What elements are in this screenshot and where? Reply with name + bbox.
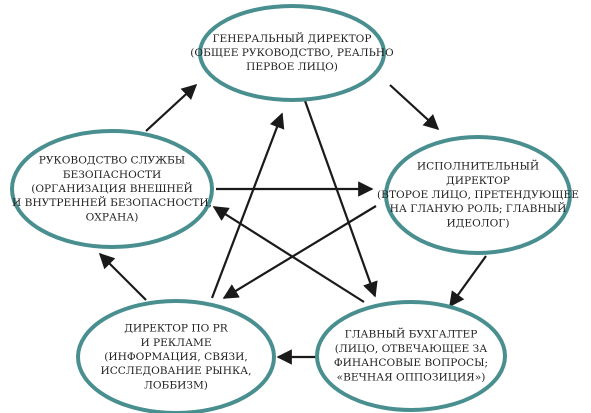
node-text-line: «ВЕЧНАЯ ОППОЗИЦИЯ»)	[337, 371, 486, 383]
node-pr-director: ДИРЕКТОР ПО PR И РЕКЛАМЕ (ИНФОРМАЦИЯ, СВЯЗ…	[76, 299, 276, 413]
arrows-layer	[98, 83, 487, 365]
node-text-line: ГЕНЕРАЛЬНЫЙ ДИРЕКТОР	[213, 31, 372, 45]
arrow-general-to-accountant	[302, 97, 378, 298]
node-executive-director: ИСПОЛНИТЕЛЬНЫЙ ДИРЕКТОР (ВТОРОЕ ЛИЦО, ПРЕТ…	[377, 135, 579, 255]
arrow-accountant-to-security	[212, 206, 365, 303]
node-text-line: НА ГЛАНУЮ РОЛЬ; ГЛАВНЫЙ	[390, 201, 567, 215]
node-general-director: ГЕНЕРАЛЬНЫЙ ДИРЕКТОР (ОБЩЕЕ РУКОВОДСТВО, …	[190, 4, 394, 102]
arrow-pr-to-security	[98, 252, 147, 301]
arrow-general-to-executive	[389, 84, 440, 131]
node-text-line: ФИНАНСОВЫЕ ВОПРОСЫ;	[334, 357, 488, 369]
node-ellipse	[315, 300, 507, 412]
node-text-line: (ВТОРОЕ ЛИЦО, ПРЕТЕНДУЮЩЕЕ	[377, 189, 579, 201]
arrow-executive-to-pr	[222, 205, 377, 299]
node-text-line: (ОБЩЕЕ РУКОВОДСТВО, РЕАЛЬНО	[190, 47, 394, 59]
node-text-line: ДИРЕКТОР ПО PR	[124, 323, 229, 335]
node-security-head: РУКОВОДСТВО СЛУЖБЫ БЕЗОПАСНОСТИ(ОРГАНИЗАЦ…	[10, 129, 214, 249]
node-text-line: ПЕРВОЕ ЛИЦО)	[246, 61, 338, 73]
nodes-layer: ГЕНЕРАЛЬНЫЙ ДИРЕКТОР (ОБЩЕЕ РУКОВОДСТВО, …	[10, 4, 579, 413]
node-text-line: ЛОББИЗМ)	[144, 379, 208, 391]
node-text-line: (ЛИЦО, ОТВЕЧАЮЩЕЕ ЗА	[335, 343, 488, 355]
node-text-line: РУКОВОДСТВО СЛУЖБЫ	[39, 155, 185, 167]
node-chief-accountant: ГЛАВНЫЙ БУХГАЛТЕР (ЛИЦО, ОТВЕЧАЮЩЕЕ ЗА ФИН…	[315, 300, 507, 412]
node-text-line: ГЛАВНЫЙ БУХГАЛТЕР	[345, 327, 478, 341]
node-text-line: ИССЛЕДОВАНИЕ РЫНКА,	[100, 365, 251, 377]
node-ellipse	[76, 299, 276, 413]
arrow-executive-to-accountant	[449, 255, 487, 308]
node-text-line: ДИРЕКТОР	[446, 175, 510, 187]
node-text-line: И ВНУТРЕННЕЙ БЕЗОПАСНОСТИ,	[12, 195, 212, 209]
node-text-line: И РЕКЛАМЕ	[140, 337, 211, 349]
node-text-line: (ИНФОРМАЦИЯ, СВЯЗИ,	[104, 351, 248, 363]
node-text-line: ОХРАНА)	[86, 211, 139, 223]
arrow-security-to-general	[145, 83, 198, 132]
node-ellipse	[10, 129, 214, 249]
node-ellipse	[198, 4, 386, 102]
node-text-line: БЕЗОПАСНОСТИ	[63, 169, 162, 181]
arrow-pr-to-general	[210, 112, 285, 299]
node-text-line: ИДЕОЛОГ)	[447, 217, 510, 229]
node-text-line: ИСПОЛНИТЕЛЬНЫЙ	[417, 159, 539, 173]
node-text-line: (ОРГАНИЗАЦИЯ ВНЕШНЕЙ	[31, 181, 193, 195]
node-ellipse	[384, 135, 572, 255]
